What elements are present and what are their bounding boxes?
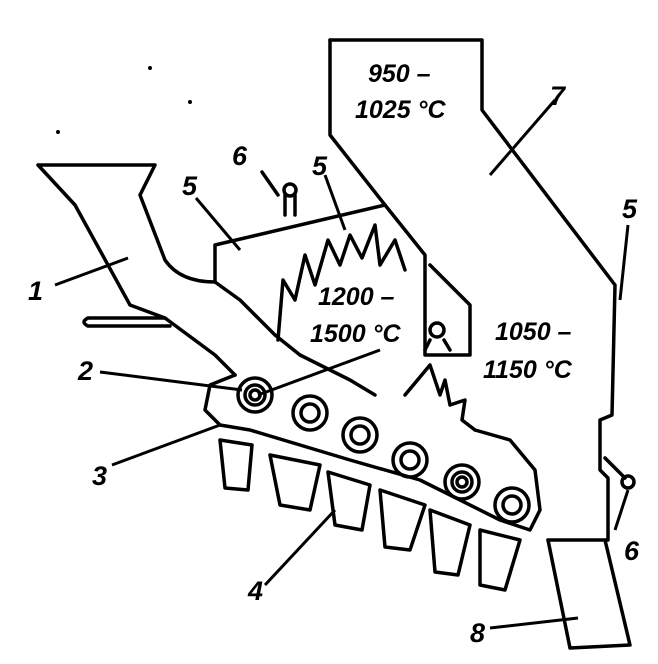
flames [276,223,407,342]
roller [291,394,329,432]
temp-combustion-line2: 1500 °C [310,320,402,348]
callout-5-left: 5 [182,171,198,201]
callout-4: 4 [247,576,263,606]
callout-8: 8 [470,618,485,648]
feed-plate [82,316,172,328]
roller [236,376,274,414]
grate-rollers [236,376,531,524]
burner-chamber [423,321,452,352]
roller [341,416,379,454]
callout-6-top: 6 [232,141,248,171]
feed-hopper [36,163,377,397]
air-hoppers [218,438,522,592]
leader-lines [54,99,630,630]
callout-1: 1 [28,276,43,306]
afterburner-chamber [328,38,617,542]
callout-6-right: 6 [624,536,640,566]
callout-5-middle: 5 [312,151,328,181]
temp-afterburner-line2: 1025 °C [355,96,447,124]
burner-top [260,170,298,217]
roller [493,486,531,524]
callout-2: 2 [77,356,93,386]
ash-chute [546,538,632,650]
temp-outlet-line2: 1150 °C [483,356,573,384]
flames-lower [403,363,477,432]
stray-dots [56,66,192,134]
burner-right [603,456,636,490]
callout-5-right: 5 [622,194,638,224]
combustion-chamber [213,203,472,357]
roller [391,441,429,479]
callout-3: 3 [92,461,107,491]
temp-outlet-line1: 1050 – [495,318,572,346]
temp-afterburner-line1: 950 – [368,60,431,88]
grate-body [203,373,542,532]
callout-7: 7 [550,81,567,111]
temp-combustion-line1: 1200 – [318,283,395,311]
afterburner-inner-wall [328,38,387,207]
roller [443,463,481,501]
